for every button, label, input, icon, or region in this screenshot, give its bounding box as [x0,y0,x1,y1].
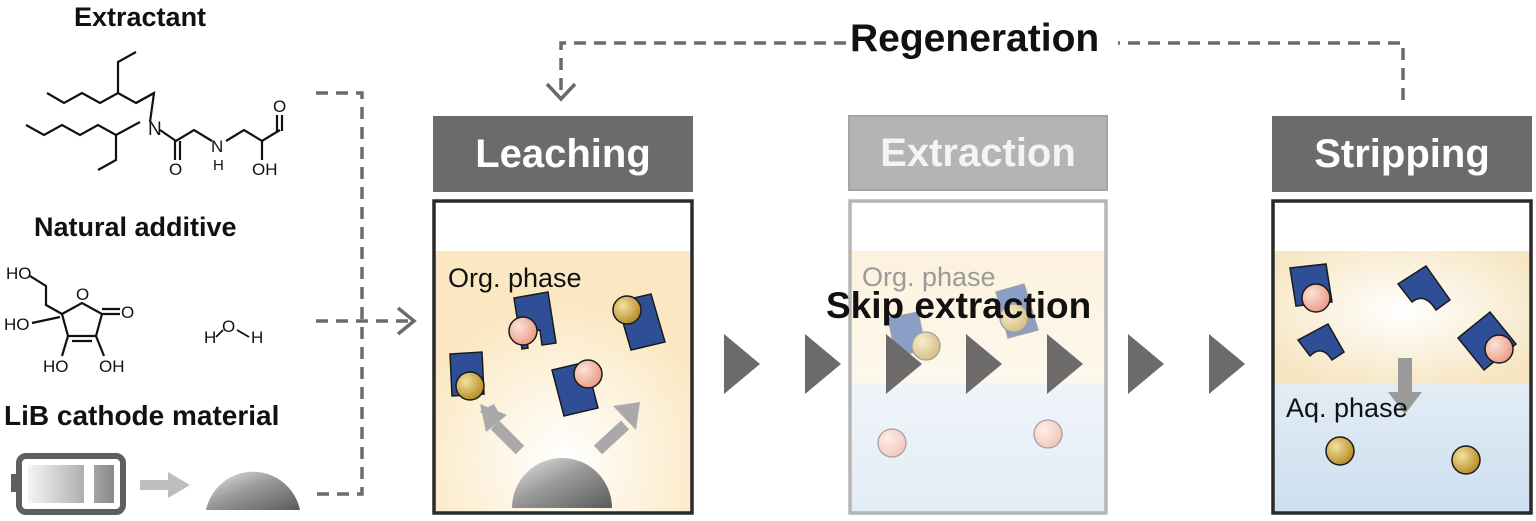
additive-ho-group-1: HO [6,264,32,283]
leaching-title: Leaching [475,131,651,176]
extractant-h-atom: H [213,157,224,174]
chevron-4 [966,334,1002,394]
extractant-label: Extractant [74,2,207,32]
stripping-aq-phase-label: Aq. phase [1286,393,1408,423]
extraction-header-bg [848,115,1108,191]
cathode-material-dome [206,471,300,510]
additive-oh-group: OH [99,357,125,376]
extractant-nh-atom: N [211,137,223,156]
skip-extraction-label: Skip extraction [826,285,1092,326]
additive-ho-group-2: HO [4,315,30,334]
battery-icon [11,453,126,515]
chevron-2 [805,334,841,394]
regeneration-label: Regeneration [848,16,1102,62]
chevron-3 [886,334,922,394]
chevron-1 [724,334,760,394]
extractant-o-atom-2: O [273,97,286,116]
leaching-org-phase-label: Org. phase [448,263,582,293]
chevron-7 [1209,334,1245,394]
stripping-title: Stripping [1314,131,1490,176]
leaching-vessel [432,199,694,515]
additive-ring-o-atom: O [76,285,89,304]
extraction-org-phase-label: Org. phase [862,262,996,292]
extractant-oh-group: OH [252,160,278,179]
stripping-header-bg [1272,116,1532,192]
battery-to-cathode-arrow [140,472,190,498]
stripping-vessel [1271,199,1533,515]
extractant-structure [25,51,284,171]
ascorbic-acid-structure [29,275,120,357]
leaching-header-bg [433,116,693,192]
water-molecule: H O H [204,317,263,347]
water-o-atom: O [222,317,235,336]
extractant-o-atom-1: O [169,160,182,179]
chevron-5 [1047,334,1083,394]
input-dashed-connectors [316,91,412,496]
regeneration-arrow-head [545,82,577,102]
water-h-atom-1: H [204,328,216,347]
water-h-atom-2: H [251,328,263,347]
additive-ho-group-3: HO [43,357,69,376]
flow-chevrons [724,334,1245,394]
chevron-6 [1128,334,1164,394]
additive-keto-o-atom: O [121,303,134,322]
input-arrow-head [396,306,417,336]
natural-additive-label: Natural additive [34,212,237,242]
regeneration-dashed-loop [559,41,1405,100]
extractant-n-atom: N [148,119,162,140]
cathode-material-label: LiB cathode material [4,400,280,431]
extraction-title: Extraction [880,130,1076,175]
